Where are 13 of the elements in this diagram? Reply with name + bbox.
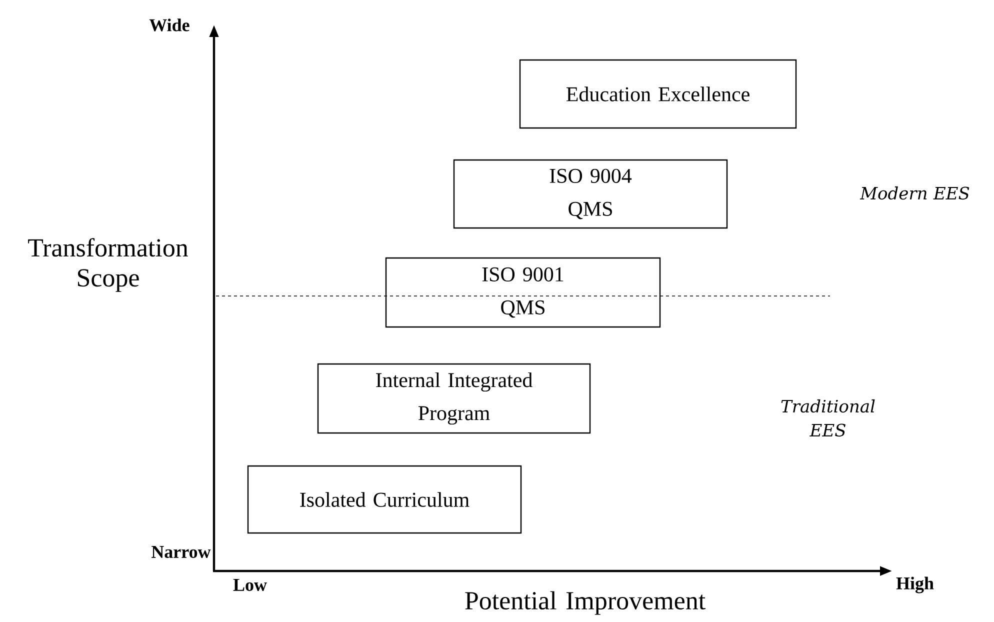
stage-box: ISO 9004 QMS bbox=[453, 159, 728, 229]
axis-label: Low bbox=[233, 579, 267, 591]
stage-box: ISO 9001 QMS bbox=[385, 257, 661, 328]
region-label: Modern EES bbox=[860, 186, 970, 200]
axis-label: Wide bbox=[149, 18, 190, 32]
axis-title: Potential Improvement bbox=[465, 591, 706, 615]
axis-label: High bbox=[896, 576, 934, 594]
region-label: Traditional EES bbox=[781, 399, 875, 437]
axis-title: Transformation Scope bbox=[28, 238, 188, 292]
stage-box: Isolated Curriculum bbox=[247, 465, 522, 534]
stage-box: Internal Integrated Program bbox=[317, 363, 591, 434]
stage-box: Education Excellence bbox=[519, 59, 797, 129]
axis-label: Narrow bbox=[152, 546, 211, 558]
